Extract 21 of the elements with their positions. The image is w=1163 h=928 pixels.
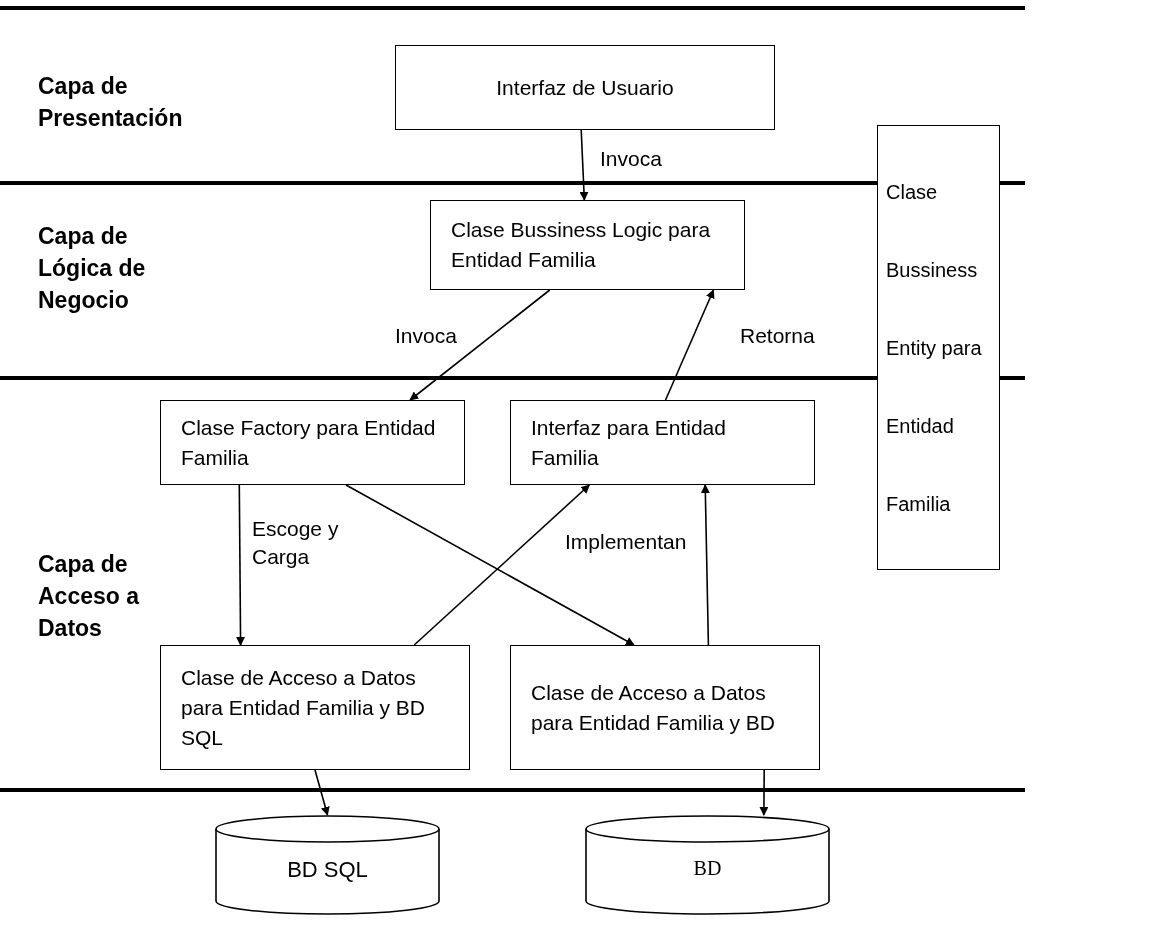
arrow — [314, 769, 330, 816]
arrow — [664, 289, 715, 401]
arrow — [759, 769, 769, 816]
class-box: Interfaz de Usuario — [395, 45, 775, 130]
arrow — [409, 289, 551, 401]
arrow — [700, 484, 710, 646]
arrow — [579, 129, 589, 201]
class-box: Clase Bussiness Logic para Entidad Familia — [430, 200, 745, 290]
class-box: Clase Factory para Entidad Familia — [160, 400, 465, 485]
class-box: Clase de Acceso a Datos para Entidad Familia y BD — [510, 645, 820, 770]
arrow — [413, 484, 591, 646]
layer-label: Capa de Acceso a Datos — [38, 550, 141, 643]
database-cylinder: BD SQL — [215, 815, 440, 915]
layer-label: Capa de Lógica de Negocio — [38, 222, 147, 315]
arrow — [345, 484, 635, 646]
class-box: Interfaz para Entidad Familia — [510, 400, 815, 485]
arrow — [236, 484, 246, 646]
layer-label: Capa de Presentación — [38, 72, 184, 133]
entity-class-box: Clase Bussiness Entity para Entidad Familia — [877, 125, 1000, 570]
class-box: Clase de Acceso a Datos para Entidad Familia y BD SQL — [160, 645, 470, 770]
database-cylinder: BD — [585, 815, 830, 915]
